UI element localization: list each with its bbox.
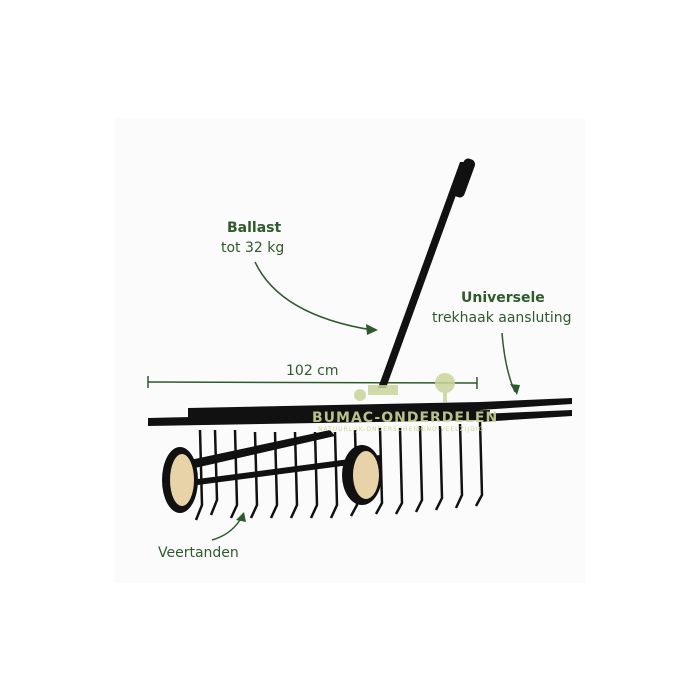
ballast-arrow — [254, 261, 373, 331]
right-wheel — [342, 445, 382, 505]
tines-label: Veertanden — [158, 545, 239, 561]
watermark-brand: BUMAC-ONDERDELEN — [312, 410, 499, 426]
tines — [194, 421, 484, 521]
ballast-subtitle: tot 32 kg — [221, 240, 285, 256]
hitch-arrow — [501, 332, 516, 393]
hitch-title: Universele — [461, 290, 545, 306]
width-dimension-line — [147, 381, 478, 384]
handle — [378, 158, 476, 388]
hitch-subtitle: trekhaak aansluting — [432, 310, 572, 326]
ballast-title: Ballast — [227, 220, 282, 236]
product-background — [115, 118, 585, 583]
watermark-logo — [354, 373, 455, 402]
left-wheel — [162, 447, 198, 513]
width-label: 102 cm — [286, 363, 339, 379]
watermark-tagline: NATUURLIJK-ONDERSCHEIDEND-VEELZIJDIG — [318, 426, 485, 433]
